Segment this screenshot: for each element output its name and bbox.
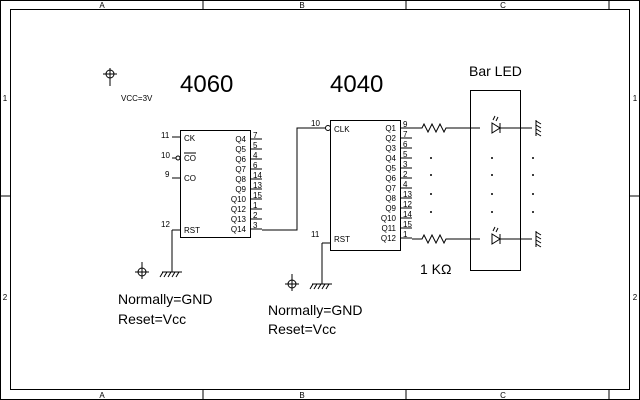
chip-4040-pin-clk-num: 10 [311, 119, 320, 128]
chip-4040-pin-num: 14 [403, 210, 412, 219]
chip-4040-pin-name: Q6 [385, 174, 396, 183]
chip-4060-pin-name: Q12 [231, 205, 247, 214]
chip-4060-body [180, 130, 251, 238]
vcc-label: VCC=3V [121, 94, 153, 103]
chip-4040-clk-bubble [325, 125, 331, 131]
chip-4040-pin-name: Q4 [385, 154, 396, 163]
chip-4060-pin-rst-name: RST [184, 226, 200, 235]
chip-4040-pin-name: Q8 [385, 194, 396, 203]
frame-col-label-c: C [500, 1, 506, 10]
reset-probe-icon-2 [285, 274, 299, 291]
chip-4040-pin-clk-name: CLK [334, 125, 350, 134]
chip-4040-pin-name: Q3 [385, 144, 396, 153]
vcc-symbol [103, 68, 117, 86]
led-top [491, 115, 532, 134]
chip-4060-pin-rst-num: 12 [161, 220, 170, 229]
chip-4040-pin-num: 3 [403, 160, 408, 169]
ground-icon-led-top [535, 120, 542, 137]
chip-4040-pin-name: Q1 [385, 124, 396, 133]
chip-4060-title: 4060 [180, 71, 233, 98]
chip-4060-pin-ck-num: 11 [161, 131, 170, 140]
ground-icon-2 [309, 283, 332, 290]
chip-4060-pin-co-bar-num: 10 [161, 151, 170, 160]
frame-col-label-b: B [299, 1, 304, 10]
chip-4040-pin-name: Q11 [381, 224, 396, 233]
chip-4040-pin-num: 13 [403, 190, 412, 199]
chip-4060-pin-num: 5 [253, 141, 258, 150]
chip-4060-pin-num: 2 [253, 211, 258, 220]
chip-4040-pin-num: 2 [403, 170, 408, 179]
chip-4060-pin-ck-name: CK [184, 134, 196, 143]
chip-4060-pin-name: Q6 [235, 155, 246, 164]
frame-row-label-2: 2 [3, 293, 8, 302]
chip-4060-pin-co-name: CO [184, 174, 196, 183]
frame-col-label-b-bottom: B [299, 391, 304, 400]
resistor-top [412, 122, 480, 134]
chip-4060-pin-num: 7 [253, 131, 258, 140]
chip-4060-note-normally: Normally=GND [118, 291, 213, 307]
chip-4040-pin-rst-name: RST [334, 235, 350, 244]
bar-led-title: Bar LED [469, 63, 522, 79]
chip-4060-note-reset: Reset=Vcc [118, 311, 186, 327]
frame-row-label-2-right: 2 [633, 293, 638, 302]
chip-4040-pin-num: 1 [403, 230, 408, 239]
q14-to-clk-wire [262, 127, 325, 231]
chip-4060-pin-name: Q14 [231, 225, 247, 234]
chip-4040-pin-num: 6 [403, 140, 408, 149]
frame-row-label-1-right: 1 [633, 94, 638, 103]
frame-col-label-c-bottom: C [500, 391, 506, 400]
chip-4040-pin-num: 9 [403, 120, 408, 129]
chip-4040-title: 4040 [330, 71, 383, 98]
chip-4040-pin-name: Q2 [385, 134, 396, 143]
chip-4040-pin-num: 5 [403, 150, 408, 159]
led-dots [491, 157, 534, 213]
bar-led-box [470, 90, 521, 271]
chip-4040-pin-name: Q5 [385, 164, 396, 173]
chip-4060-pin-name: Q9 [235, 185, 246, 194]
chip-4040-pin-name: Q10 [381, 214, 397, 223]
chip-4060-pin-name: Q10 [231, 195, 247, 204]
chip-4060-pin-num: 14 [253, 171, 262, 180]
chip-4060-pin-co-bar-name: CO [184, 154, 196, 163]
chip-4060-pin-name: Q8 [235, 175, 246, 184]
chip-4040-pin-name: Q12 [381, 234, 397, 243]
chip-4040-pin-num: 12 [403, 200, 412, 209]
chip-4040-pin-rst-num: 11 [311, 230, 320, 239]
ground-icon [159, 252, 182, 278]
chip-4060-pin-num: 6 [253, 161, 258, 170]
chip-4040-pin-num: 7 [403, 130, 408, 139]
chip-4060-pin-co-num: 9 [165, 170, 170, 179]
frame-col-label-a: A [99, 1, 105, 10]
chip-4040-pin-name: Q7 [385, 184, 396, 193]
reset-probe-icon [135, 262, 149, 279]
chip-4060-pin-num: 3 [253, 221, 258, 230]
chip-4060-pin-num: 4 [253, 151, 258, 160]
chip-4040-pin-num: 15 [403, 220, 412, 229]
frame-col-label-a-bottom: A [99, 391, 105, 400]
resistor-bottom [412, 233, 480, 245]
chip-4040-pin-name: Q9 [385, 204, 396, 213]
chip-4060-pin-name: Q4 [235, 135, 246, 144]
ground-icon-led-bottom [535, 231, 542, 248]
resistor-label: 1 KΩ [420, 261, 451, 277]
chip-4060-left-pins [172, 136, 181, 231]
chip-4040-note-normally: Normally=GND [268, 302, 363, 318]
frame-row-label-1: 1 [3, 94, 8, 103]
chip-4060-pin-num: 1 [253, 201, 258, 210]
chip-4060-pin-num: 13 [253, 181, 262, 190]
chip-4060-pin-name: Q7 [235, 165, 246, 174]
chip-4040-pin-num: 4 [403, 180, 408, 189]
chip-4040-body [330, 120, 401, 251]
chip-4040-note-reset: Reset=Vcc [268, 321, 336, 337]
led-bottom [491, 226, 532, 245]
chip-4060-pin-num: 15 [253, 191, 262, 200]
resistor-dots [430, 157, 432, 213]
chip-4060-pin-name: Q5 [235, 145, 246, 154]
chip-4060-pin-name: Q13 [231, 215, 247, 224]
